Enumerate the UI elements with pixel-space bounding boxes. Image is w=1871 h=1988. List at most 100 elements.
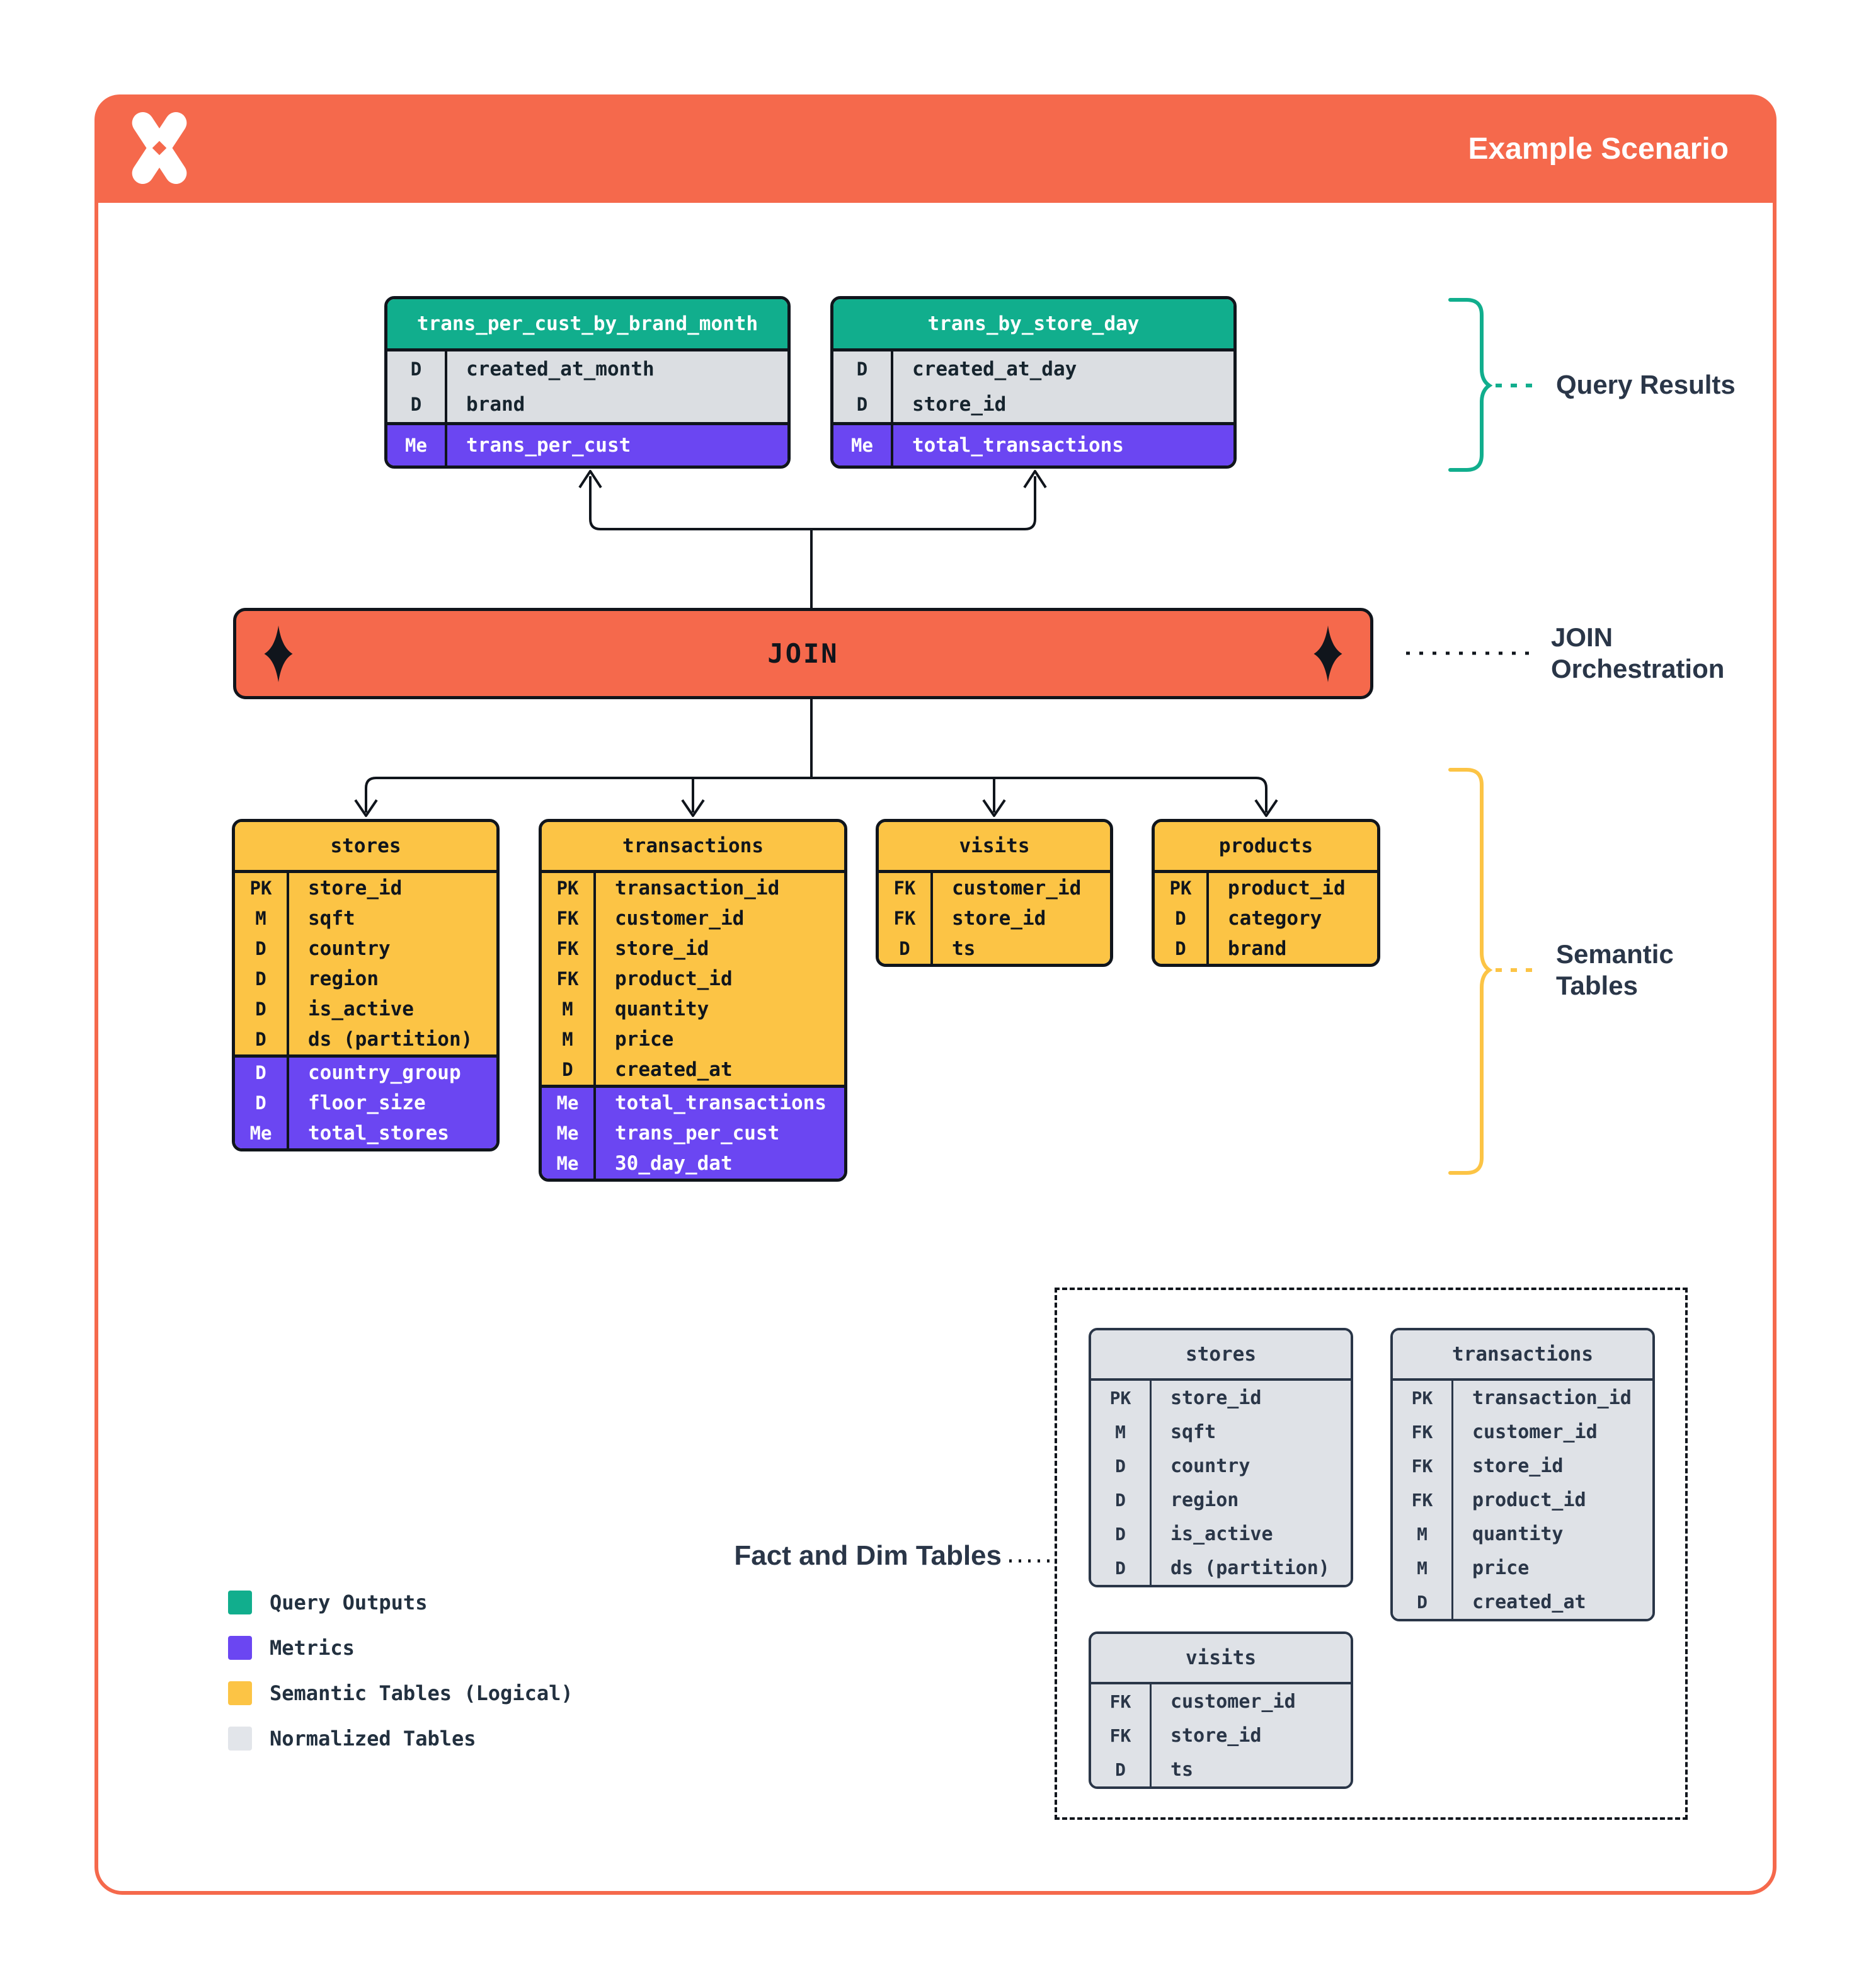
row-key: D	[387, 351, 447, 387]
row-key: D	[235, 1088, 289, 1118]
row-name: product_id	[615, 968, 733, 990]
row-name: created_at	[615, 1058, 733, 1081]
row-name: category	[1228, 907, 1322, 930]
row-name: price	[615, 1028, 674, 1051]
row-name: product_id	[1228, 877, 1346, 900]
table-row: PK store_id	[235, 873, 496, 903]
row-key: D	[833, 387, 893, 422]
row-name: customer_id	[1170, 1690, 1296, 1713]
table-title: visits	[879, 822, 1110, 873]
row-name: brand	[466, 393, 525, 416]
legend-item: Semantic Tables (Logical)	[228, 1671, 573, 1716]
row-name: transaction_id	[615, 877, 780, 900]
row-key: FK	[879, 873, 933, 903]
row-name: is_active	[308, 998, 414, 1020]
table-row: FK customer_id	[542, 903, 844, 934]
table-row: FK store_id	[542, 934, 844, 964]
row-key: FK	[1091, 1684, 1152, 1718]
semantic-tables-label: Semantic Tables	[1556, 939, 1674, 1002]
table-row: FK customer_id	[1091, 1684, 1351, 1718]
semantic-tables-line1: Semantic	[1556, 939, 1674, 969]
row-name: store_id	[1170, 1386, 1262, 1409]
row-name: country_group	[308, 1061, 461, 1084]
row-name: ds (partition)	[308, 1028, 473, 1051]
row-key: PK	[235, 873, 289, 903]
row-key: PK	[1393, 1381, 1453, 1415]
row-name: store_id	[912, 393, 1007, 416]
join-orchestration-label: JOIN Orchestration	[1551, 622, 1724, 685]
row-name: is_active	[1170, 1522, 1273, 1545]
row-name: store_id	[615, 937, 709, 960]
row-name: floor_size	[308, 1092, 426, 1114]
row-name: created_at	[1472, 1591, 1586, 1613]
diamond-icon	[1313, 625, 1342, 682]
row-name: 30_day_dat	[615, 1152, 733, 1175]
page-title: Example Scenario	[1468, 132, 1729, 166]
row-name: total_transactions	[912, 434, 1124, 457]
row-key: M	[1393, 1517, 1453, 1551]
row-key: Me	[235, 1118, 289, 1148]
table-title: stores	[1091, 1330, 1351, 1381]
legend-label: Normalized Tables	[270, 1727, 476, 1751]
row-name: store_id	[308, 877, 403, 900]
table-title: transactions	[542, 822, 844, 873]
row-name: price	[1472, 1557, 1530, 1579]
table-title: stores	[235, 822, 496, 873]
legend-swatch	[228, 1636, 252, 1660]
row-name: customer_id	[615, 907, 745, 930]
join-orchestration-line1: JOIN	[1551, 622, 1613, 652]
row-name: ts	[1170, 1758, 1194, 1781]
row-key: FK	[542, 934, 596, 964]
join-bar: JOIN	[233, 608, 1373, 699]
row-key: D	[235, 934, 289, 964]
row-key: D	[235, 964, 289, 994]
row-key: FK	[542, 964, 596, 994]
row-key: M	[1091, 1415, 1152, 1449]
fact-dim-tables-box	[1055, 1288, 1688, 1820]
row-key: D	[1155, 903, 1209, 934]
row-key: FK	[542, 903, 596, 934]
row-name: customer_id	[952, 877, 1082, 900]
legend-item: Query Outputs	[228, 1580, 573, 1625]
semantic-tables-line2: Tables	[1556, 971, 1638, 1000]
table-title: trans_per_cust_by_brand_month	[387, 299, 787, 351]
table-title: trans_by_store_day	[833, 299, 1233, 351]
row-name: sqft	[1170, 1420, 1216, 1443]
legend-swatch	[228, 1727, 252, 1751]
